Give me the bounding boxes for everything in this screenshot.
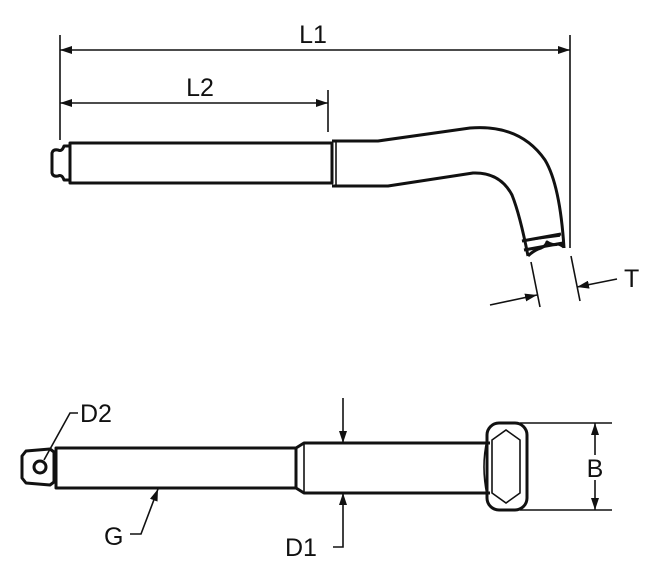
wrench-top-body (20, 421, 529, 512)
dimension-g: G (104, 488, 159, 551)
label-d1: D1 (285, 534, 317, 562)
wrench-side-body (50, 126, 566, 258)
dimension-t: T (489, 255, 639, 308)
label-l2: L2 (186, 74, 214, 102)
side-view: L1 L2 T (50, 21, 639, 308)
label-l1: L1 (299, 21, 327, 49)
dimension-d1: D1 (285, 398, 347, 562)
dimension-l1: L1 (59, 21, 571, 248)
label-d2: D2 (80, 400, 112, 428)
label-t: T (624, 265, 639, 293)
dimension-d2: D2 (43, 400, 112, 461)
dimension-b: B (520, 422, 612, 511)
label-b: B (587, 455, 604, 483)
label-g: G (104, 523, 123, 551)
dimension-l2: L2 (60, 74, 329, 132)
drive-hole (32, 459, 48, 475)
top-view: D2 G D1 B (20, 398, 612, 562)
